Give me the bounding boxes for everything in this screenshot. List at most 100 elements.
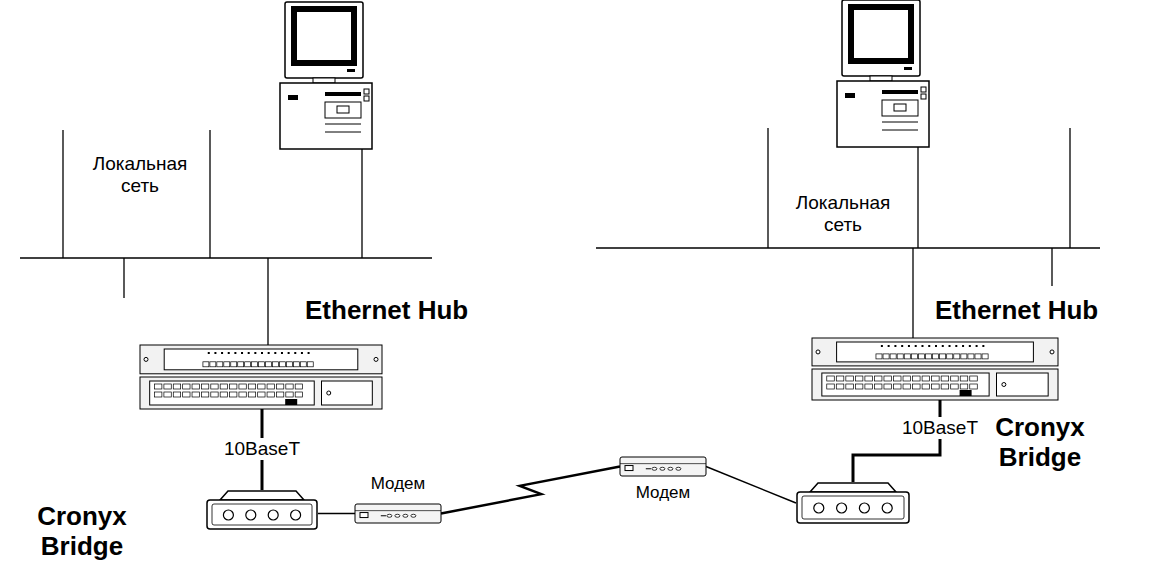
ethernet-hub-icon — [812, 338, 1058, 400]
drive-slot — [882, 90, 918, 94]
hub-port — [932, 376, 940, 381]
bridge-indicator — [859, 503, 869, 513]
lan-wires — [20, 128, 1100, 345]
hub-port — [855, 376, 863, 381]
hub-led — [214, 352, 216, 354]
hub-port — [922, 384, 930, 389]
hub-port — [201, 384, 208, 389]
hub-panel — [164, 349, 358, 370]
hub-led — [901, 345, 903, 347]
edge-label: 10BaseT — [899, 417, 981, 439]
hub-port — [951, 376, 959, 381]
modem-body — [355, 504, 441, 523]
hub-port — [173, 392, 180, 397]
modem-led — [387, 514, 392, 517]
drive-slot — [325, 92, 361, 96]
modem-line — [355, 510, 441, 511]
device-label: Модем — [636, 483, 691, 503]
hub-screw — [327, 391, 331, 395]
hub-port — [183, 384, 190, 389]
hub-port — [918, 354, 924, 359]
hub-port — [940, 354, 946, 359]
modem: Модем — [620, 457, 706, 476]
hub-led — [268, 352, 270, 354]
hub-led — [908, 345, 910, 347]
hub-led — [301, 352, 303, 354]
bridge-indicator — [268, 510, 278, 520]
hub-port — [951, 384, 959, 389]
hub-port — [248, 392, 255, 397]
hub-led — [935, 345, 937, 347]
hub-port — [913, 384, 921, 389]
hub-led — [294, 352, 296, 354]
serial-cable — [706, 467, 796, 504]
ethernet-hub: Ethernet Hub — [140, 345, 382, 409]
modem-switch — [360, 513, 368, 518]
lan-drop — [1069, 128, 1070, 248]
hub-led — [261, 352, 263, 354]
hub-port — [883, 354, 889, 359]
hub-lower-unit — [140, 377, 382, 409]
monitor-body — [842, 0, 920, 76]
hub-led — [274, 352, 276, 354]
modem-led — [395, 514, 400, 517]
device-label: Cronyx Bridge — [985, 413, 1095, 473]
hub-port — [903, 376, 911, 381]
lan-drop — [1051, 248, 1052, 286]
hub-port — [252, 362, 258, 367]
lan-drop — [767, 128, 768, 248]
hub-module — [997, 373, 1049, 396]
hub-port — [258, 384, 265, 389]
bridge-indicator — [223, 510, 233, 520]
hub-port — [932, 384, 940, 389]
device-label: Cronyx Bridge — [27, 502, 137, 562]
lan-drop — [912, 248, 913, 338]
ethernet-cable — [853, 400, 940, 482]
hub-port — [192, 392, 199, 397]
hub-port — [865, 376, 873, 381]
hub-port — [827, 384, 835, 389]
lan-drop — [361, 149, 362, 258]
bridge-indicator — [291, 510, 301, 520]
lan-drop — [267, 258, 268, 345]
hub-port — [231, 362, 237, 367]
case-switch — [921, 94, 926, 99]
hub-panel — [837, 342, 1034, 362]
hub-port — [276, 384, 283, 389]
hub-port — [941, 384, 949, 389]
hub-port — [836, 376, 844, 381]
lan-bus — [596, 247, 1100, 248]
hub-led — [894, 345, 896, 347]
hub-port — [293, 362, 299, 367]
hub-port — [295, 384, 302, 389]
hub-port — [239, 384, 246, 389]
modem-line — [620, 463, 706, 464]
hub-uplink — [960, 390, 972, 396]
hub-screw — [1002, 383, 1006, 387]
hub-port — [922, 376, 930, 381]
hub-port — [876, 354, 882, 359]
hub-led — [228, 352, 230, 354]
hub-panel — [822, 373, 989, 396]
modem-mark — [646, 468, 651, 469]
bridge-indicator — [246, 510, 256, 520]
hub-port — [211, 384, 218, 389]
hub-upper-unit — [812, 338, 1058, 366]
hub-port — [968, 354, 974, 359]
computer — [280, 2, 372, 149]
ethernet-hub-icon — [140, 345, 382, 409]
modem-led — [652, 467, 657, 470]
device-label: Ethernet Hub — [935, 296, 1098, 326]
hub-led — [241, 352, 243, 354]
hub-port — [267, 384, 274, 389]
hub-port — [925, 354, 931, 359]
modem-led — [676, 467, 681, 470]
hub-led — [208, 352, 210, 354]
hub-port — [164, 392, 171, 397]
hub-panel — [150, 381, 315, 405]
hub-port — [954, 354, 960, 359]
hub-led — [921, 345, 923, 347]
hub-port — [970, 384, 978, 389]
hub-port — [276, 392, 283, 397]
hub-port — [307, 362, 313, 367]
